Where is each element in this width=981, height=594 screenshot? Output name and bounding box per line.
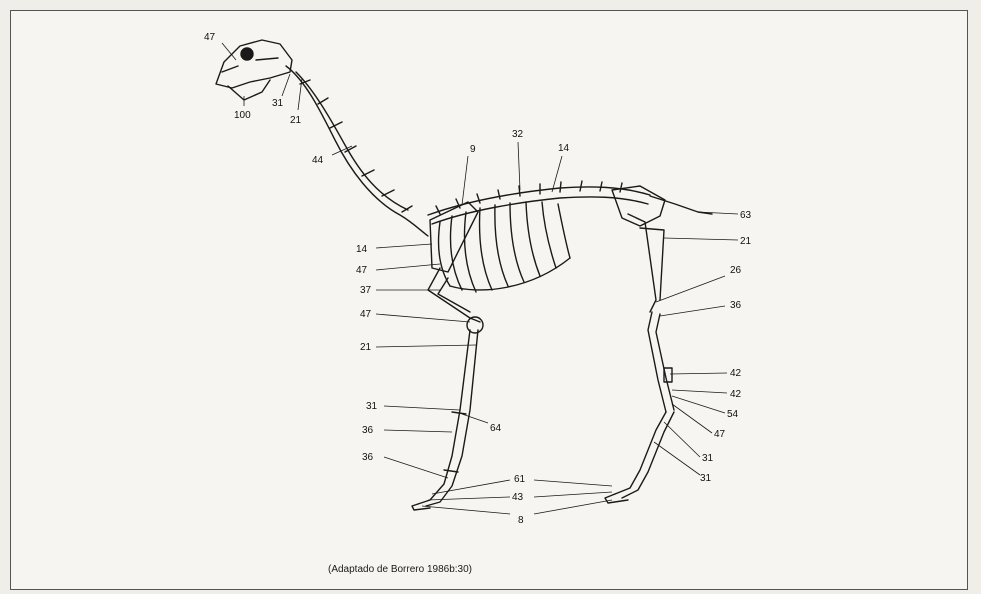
label-stifle-26: 26 [730,265,742,276]
label-scapula-14: 14 [356,244,368,255]
label-meta-31a: 31 [702,453,714,464]
label-femur-21: 21 [740,236,752,247]
label-spine-14: 14 [558,143,570,154]
bone-labels: 47 100 31 21 44 9 32 14 63 21 26 36 42 4… [204,32,752,526]
label-skull-47: 47 [204,32,216,43]
label-phalanx-43: 43 [512,492,524,503]
label-atlas-31: 31 [272,98,284,109]
label-elbow-47: 47 [360,309,372,320]
label-spine-32: 32 [512,129,524,140]
label-phalanx-8: 8 [518,515,524,526]
foreleg [412,268,483,510]
label-humerus-37: 37 [360,285,372,296]
label-phalanx-61: 61 [514,474,526,485]
label-tibia-36: 36 [730,300,742,311]
label-fore-64: 64 [490,423,502,434]
label-pelvis-63: 63 [740,210,752,221]
label-hock-42a: 42 [730,368,742,379]
label-jaw-100: 100 [234,110,251,121]
label-hock-54: 54 [727,409,739,420]
label-neck-44: 44 [312,155,324,166]
figure-caption: (Adaptado de Borrero 1986b:30) [328,564,472,575]
label-radius-21: 21 [360,342,372,353]
label-axis-21: 21 [290,115,302,126]
cervical-vertebrae [286,66,428,236]
label-fore-36b: 36 [362,452,374,463]
label-hock-47: 47 [714,429,726,440]
label-carpal-31: 31 [366,401,378,412]
hindleg [605,214,674,503]
label-scapula-47: 47 [356,265,368,276]
label-carpal-36: 36 [362,425,374,436]
label-spine-9: 9 [470,144,476,155]
tail [650,196,712,214]
label-meta-31b: 31 [700,473,712,484]
label-hock-42b: 42 [730,389,742,400]
